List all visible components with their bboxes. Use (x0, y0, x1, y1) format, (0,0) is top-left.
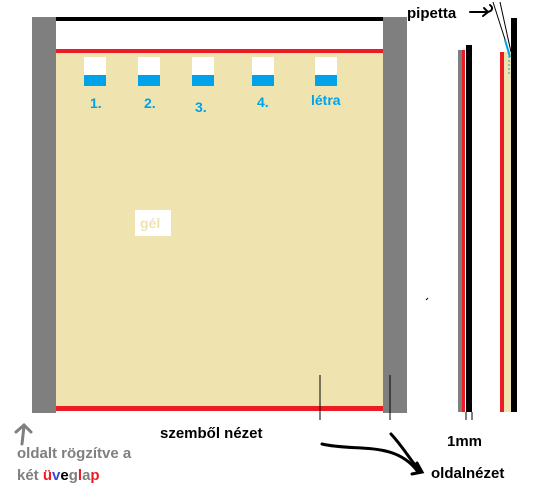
side-red-edge-2 (500, 52, 504, 412)
lane-label-ladder: létra (311, 92, 341, 108)
left-spacer (32, 17, 56, 413)
lane-label-2: 2. (144, 95, 156, 111)
glass-note-prefix: két (17, 467, 43, 484)
side-view-arrow-c (410, 461, 425, 476)
glass-note: oldalt rögzítve a két üveglap (14, 422, 132, 484)
side-view-label: oldalnézet (431, 465, 504, 482)
comb-tooth (252, 57, 274, 75)
side-glass-gray (458, 50, 463, 412)
side-gel-2 (504, 52, 511, 412)
right-spacer (383, 17, 407, 413)
lane-label-3: 3. (195, 99, 207, 115)
front-view: 1. 2. 3. 4. létra gél szemből nézet (32, 17, 407, 442)
note-arrow-icon (14, 422, 33, 446)
pipette-arrow-icon (469, 4, 494, 17)
comb-tooth (192, 57, 214, 75)
glass-word-letter: v (52, 467, 61, 484)
well-dye (315, 75, 337, 86)
side-view: pipetta 1mm oldalnézet (320, 1, 517, 482)
bottom-red-line (55, 406, 385, 411)
pipette-tip (504, 39, 511, 58)
pipette-label: pipetta (407, 5, 457, 22)
glass-word-letter: g (69, 467, 78, 484)
pipette-outline-b (499, 1, 512, 53)
lane-label-1: 1. (90, 95, 102, 111)
well-3 (192, 57, 214, 86)
glass-note-line1: oldalt rögzítve a (17, 445, 132, 462)
glass-word-letter: l (78, 467, 82, 484)
glass-top-edge (32, 17, 406, 21)
glass-word-letter: ü (43, 467, 52, 484)
front-view-label: szemből nézet (160, 425, 263, 442)
glass-word-letter: p (90, 467, 99, 484)
side-view-arrow-b (389, 432, 422, 473)
well-2 (138, 57, 160, 86)
well-dye (192, 75, 214, 86)
glass-word-letter: e (60, 467, 68, 484)
gel-label-box (135, 210, 171, 236)
well-dye (84, 75, 106, 86)
comb-tooth (138, 57, 160, 75)
well-ladder (315, 57, 337, 86)
top-red-line (55, 49, 385, 53)
gel-area (55, 52, 385, 408)
well-dye (252, 75, 274, 86)
comb-tooth (315, 57, 337, 75)
thickness-marker (465, 412, 473, 420)
comb-tooth (84, 57, 106, 75)
glass-top-white (55, 20, 385, 50)
glass-note-line2: két üveglap (17, 467, 100, 484)
gel-label: gél (140, 215, 160, 231)
side-black-plate-2 (511, 18, 517, 412)
side-black-plate (466, 45, 472, 412)
side-view-arrow-a (320, 442, 420, 474)
glass-word-letter: a (82, 467, 91, 484)
stray-mark (425, 297, 429, 301)
thickness-label: 1mm (447, 433, 482, 450)
well-dye (138, 75, 160, 86)
lane-label-4: 4. (257, 94, 269, 110)
well-1 (84, 57, 106, 86)
well-4 (252, 57, 274, 86)
side-red-edge (462, 50, 465, 412)
